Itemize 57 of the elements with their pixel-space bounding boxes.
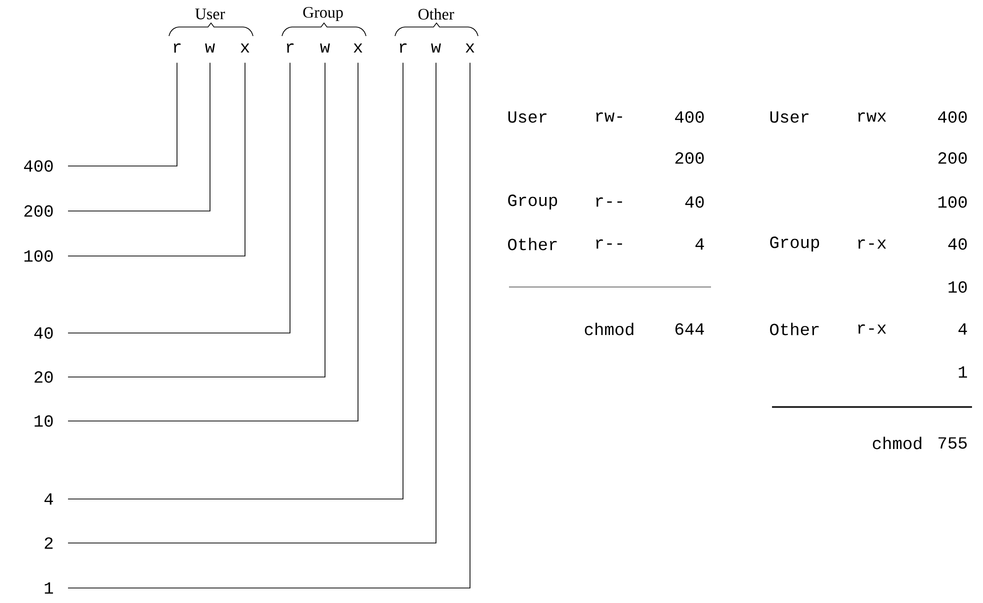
table-cell: r-- xyxy=(596,239,622,249)
leader-line xyxy=(68,62,358,422)
permission-letter: w xyxy=(431,44,441,52)
table-cell: r-- xyxy=(596,197,622,207)
table-cell: User xyxy=(508,111,546,123)
octal-value: 100 xyxy=(24,250,53,262)
leader-line xyxy=(68,62,470,588)
leader-line xyxy=(68,62,246,256)
permission-letter: r xyxy=(286,43,294,53)
octal-value: 1 xyxy=(44,582,53,594)
octal-value: 400 xyxy=(24,160,53,172)
leader-line xyxy=(68,62,404,500)
table-cell: Group xyxy=(508,194,558,210)
table-cell: r-x xyxy=(858,324,886,334)
table-cell: User xyxy=(770,111,808,123)
permission-letter: w xyxy=(320,44,330,52)
table-cell: 755 xyxy=(938,437,967,449)
table-cell: 400 xyxy=(938,111,967,123)
table-cell: r-x xyxy=(858,239,886,249)
table-cell: chmod xyxy=(584,322,634,336)
table-cell: 10 xyxy=(948,281,967,293)
octal-value: 10 xyxy=(34,415,53,427)
group-heading: Other xyxy=(418,8,454,20)
table-cell: 40 xyxy=(685,196,704,208)
permission-letter: w xyxy=(205,44,215,52)
table-cell: rwx xyxy=(858,112,886,122)
table-cell: Group xyxy=(770,236,820,252)
leader-line xyxy=(68,62,326,378)
octal-value: 20 xyxy=(34,371,53,383)
table-cell: 1 xyxy=(958,366,967,378)
table-cell: 644 xyxy=(675,323,704,335)
table-cell: 4 xyxy=(695,238,704,250)
table-cell: 200 xyxy=(675,152,704,164)
table-cell: 200 xyxy=(938,152,967,164)
octal-value: 2 xyxy=(44,537,53,549)
table-cell: chmod xyxy=(872,436,922,450)
table-cell: 40 xyxy=(948,238,967,250)
leader-line xyxy=(68,62,178,166)
leader-line xyxy=(68,62,436,544)
table-cell: Other xyxy=(770,322,819,336)
permission-letter: x xyxy=(466,44,474,52)
octal-value: 40 xyxy=(34,327,53,339)
permission-letter: r xyxy=(174,43,181,53)
permission-letter: x xyxy=(354,44,362,52)
octal-value: 200 xyxy=(24,205,53,217)
group-heading: Group xyxy=(303,7,343,21)
leader-line xyxy=(68,62,210,212)
table-cell: 4 xyxy=(958,323,967,335)
leader-line xyxy=(68,62,290,334)
table-cell: Other xyxy=(508,238,557,250)
permission-letter: x xyxy=(240,44,250,52)
table-cell: 100 xyxy=(938,196,967,208)
table-cell: 400 xyxy=(675,111,704,123)
table-cell: rw- xyxy=(596,112,622,122)
group-heading: User xyxy=(195,8,225,20)
octal-value: 4 xyxy=(44,493,53,505)
permission-letter: r xyxy=(400,43,407,53)
